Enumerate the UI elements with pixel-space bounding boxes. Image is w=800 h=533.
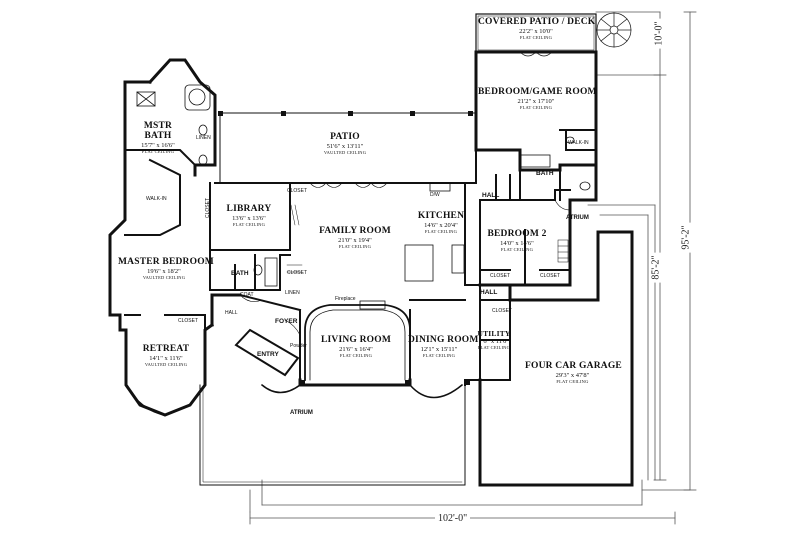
ceiling-note: FLAT CEILING [477,345,511,350]
label-linen-hall: LINEN [285,290,300,296]
entry-walls [234,328,300,377]
label-atrium-right: ATRIUM [566,215,589,221]
room-name: FAMILY ROOM [319,226,391,236]
label-entry: ENTRY [257,351,279,358]
room-name: BEDROOM/GAME ROOM [478,87,597,97]
room-name: RETREAT [142,344,190,354]
label-closet-retreat: CLOSET [178,318,199,324]
room-garage: FOUR CAR GARAGE 29'3" x 47'8" FLAT CEILI… [525,361,622,385]
room-patio: PATIO 51'6" x 13'11" VAULTED CEILING [300,132,390,156]
room-living: LIVING ROOM 21'6" x 16'4" FLAT CEILING [318,335,394,359]
dimension-lines [249,11,697,525]
room-family: FAMILY ROOM 21'0" x 19'4" FLAT CEILING [315,226,395,250]
room-name: BEDROOM 2 [487,229,547,239]
spiral-stair [596,12,632,48]
label-fireplace: Fireplace [335,296,356,302]
ceiling-note: FLAT CEILING [422,353,456,358]
ceiling-note: FLAT CEILING [556,379,589,384]
room-name: COVERED PATIO / DECK [478,17,596,27]
label-closet-bath: CLOSET [287,270,308,276]
label-hall-entry: HALL [225,310,238,316]
room-dims: 13'6" x 13'6" [232,214,266,222]
room-master-bedroom: MASTER BEDROOM 19'6" x 18'2" VAULTED CEI… [118,257,214,281]
room-bedroom-game: BEDROOM/GAME ROOM 21'2" x 17'10" FLAT CE… [478,87,597,111]
ceiling-note: VAULTED CEILING [323,150,367,155]
room-mstr-bath: MSTR BATH 15'7" x 16'6" FLAT CEILING [138,121,178,155]
room-bedroom2: BEDROOM 2 14'0" x 14'6" FLAT CEILING [482,229,552,253]
label-walk-in-bath: WALK-IN [568,140,589,146]
room-name: DINING ROOM [408,335,479,345]
ceiling-note: FLAT CEILING [232,222,266,227]
room-name: PATIO [330,132,360,142]
room-dims: 15'7" x 16'6" [141,141,175,149]
living-room-arch [304,304,411,381]
label-closet-library: CLOSET [205,197,212,219]
room-name: UTILITY [477,329,511,338]
label-closet-bed2-right: CLOSET [540,273,561,279]
room-dims: 21'0" x 19'4" [338,236,372,244]
front-atrium [199,384,466,486]
dim-main-depth: 85'-2" [650,252,662,283]
patio-posts [218,111,473,385]
room-name: MSTR BATH [143,121,173,141]
ceiling-note: FLAT CEILING [338,244,372,249]
room-dims: 29'3" x 47'8" [555,371,590,379]
label-bath-main: BATH [231,270,249,277]
interior-walls [124,129,597,386]
label-bath-right: BATH [536,170,554,177]
label-linen: LINEN [196,135,211,141]
ceiling-note: FLAT CEILING [519,35,553,40]
label-dw: D/W [430,192,440,198]
room-name: KITCHEN [417,211,465,221]
pantry-shelves [557,239,569,263]
room-dims: 51'6" x 13'11" [326,142,364,150]
ceiling-note: VAULTED CEILING [144,362,188,367]
room-retreat: RETREAT 14'1" x 11'6" VAULTED CEILING [135,344,197,368]
room-name: FOUR CAR GARAGE [525,361,622,371]
ceiling-note: VAULTED CEILING [142,275,186,280]
room-dims: 14'0" x 14'6" [500,239,534,247]
label-foyer: FOYER [275,318,298,325]
ceiling-note: FLAT CEILING [141,149,175,155]
ceiling-note: FLAT CEILING [424,229,458,234]
room-name: LIVING ROOM [320,335,392,345]
label-closet-family: CLOSET [287,188,308,194]
label-atrium-front: ATRIUM [290,410,313,416]
dim-overall-depth: 95'-2" [680,222,692,253]
ceiling-note: FLAT CEILING [500,247,534,252]
room-utility: UTILITY 7'6" x 11'0" FLAT CEILING [476,330,512,351]
ceiling-note: FLAT CEILING [339,353,373,358]
room-covered-patio: COVERED PATIO / DECK 22'2" x 10'0" FLAT … [478,17,596,41]
room-dims: 21'6" x 16'4" [339,345,373,353]
label-powder: Powder [290,343,307,349]
room-dims: 7'6" x 11'0" [478,337,510,345]
dim-patio-depth: 10'-0" [653,18,665,49]
room-dims: 12'1" x 15'11" [420,345,458,353]
kitchen-fixtures [359,182,465,310]
room-name: MASTER BEDROOM [118,257,214,267]
label-hall-lower: HALL [480,289,498,296]
label-walk-in-master: WALK-IN [146,196,167,202]
room-dims: 14'6" x 20'4" [424,221,458,229]
room-dims: 21'2" x 17'10" [517,97,555,105]
label-coat: COAT [240,292,254,298]
ceiling-note: FLAT CEILING [519,105,553,110]
room-dims: 19'6" x 18'2" [147,267,181,275]
room-library: LIBRARY 13'6" x 13'6" FLAT CEILING [218,204,280,228]
bath-fixtures [136,84,591,287]
door-swings [239,51,571,336]
dim-overall-width: 102'-0" [435,513,471,524]
room-dims: 14'1" x 11'6" [149,354,183,362]
closet-hatches [286,204,303,273]
room-kitchen: KITCHEN 14'6" x 20'4" FLAT CEILING [415,211,467,235]
room-dining: DINING ROOM 12'1" x 15'11" FLAT CEILING [408,335,479,359]
label-closet-bed2-left: CLOSET [490,273,511,279]
room-dims: 22'2" x 10'0" [519,27,553,35]
label-hall-upper: HALL [482,192,500,199]
room-name: LIBRARY [226,204,272,214]
label-closet-utility: CLOSET [492,308,513,314]
bay-windows [124,383,464,416]
